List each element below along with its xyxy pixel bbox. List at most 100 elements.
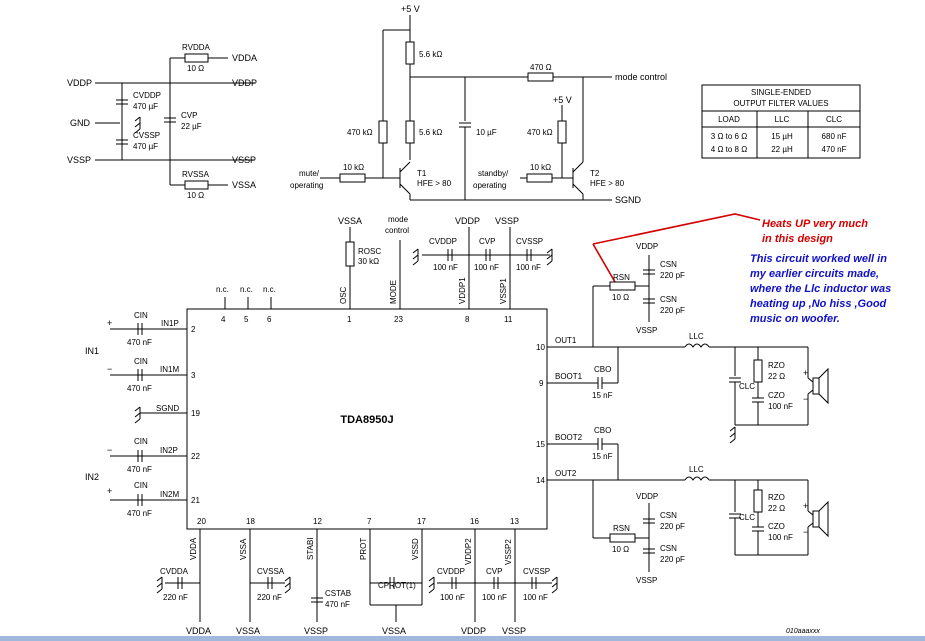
cvssa-value: 220 nF: [257, 593, 282, 602]
cvddp-bottom-value: 100 nF: [440, 593, 465, 602]
t1-label: T1: [417, 169, 427, 178]
t2-label: T2: [590, 169, 600, 178]
v5-right-label: +5 V: [553, 95, 572, 105]
pin-num-14: 14: [536, 476, 545, 485]
pin-boot1: BOOT1: [555, 372, 583, 381]
cin-label: CIN: [134, 357, 148, 366]
pin-vddp2: VDDP2: [464, 538, 473, 565]
pin-num-1: 1: [347, 315, 352, 324]
vssp-out2-label: VSSP: [636, 576, 657, 585]
mode-control-label-2: control: [385, 226, 409, 235]
table-cell: 22 µH: [771, 145, 793, 154]
pin-in2m: IN2M: [160, 490, 179, 499]
cvdda-value: 220 nF: [163, 593, 188, 602]
pin-num-19: 19: [191, 409, 200, 418]
table-header-llc: LLC: [775, 115, 790, 124]
pin-num-7: 7: [367, 517, 372, 526]
rvssa-label: RVSSA: [182, 170, 210, 179]
cin-label: CIN: [134, 437, 148, 446]
speaker1-plus: +: [803, 368, 808, 378]
rsn-value: 10 Ω: [612, 545, 629, 554]
chip-name: TDA8950J: [340, 414, 393, 426]
cvp-bottom-label: CVP: [486, 567, 502, 576]
cvddp-bottom-label: CVDDP: [437, 567, 465, 576]
cvddp-top-value: 100 nF: [433, 263, 458, 272]
vssp-right-label: VSSP: [232, 155, 256, 165]
chip-top-pins: n.c. 4 n.c. 5 n.c. 6 OSC 1 MODE 23 VDDP1…: [216, 215, 553, 324]
vddp-out1-label: VDDP: [636, 242, 658, 251]
rvdda-value: 10 Ω: [187, 64, 204, 73]
cvp-bottom-value: 100 nF: [482, 593, 507, 602]
cvssp-label: CVSSP: [133, 131, 160, 140]
rvssa-value: 10 Ω: [187, 191, 204, 200]
cin-value: 470 nF: [127, 465, 152, 474]
hfe2-label: HFE > 80: [590, 179, 625, 188]
pin-in1p: IN1P: [161, 319, 179, 328]
cvssp-value: 470 µF: [133, 142, 158, 151]
table-header-clc: CLC: [826, 115, 842, 124]
rsn-label: RSN: [613, 273, 630, 282]
pin-num-18: 18: [246, 517, 255, 526]
cprot-label: CPROT(1): [378, 581, 416, 590]
pin-out2: OUT2: [555, 469, 577, 478]
pin-num-20: 20: [197, 517, 206, 526]
pin-nc-6: n.c.: [263, 285, 276, 294]
pin-num-17: 17: [417, 517, 426, 526]
pin-boot2: BOOT2: [555, 433, 583, 442]
table-cell: 470 nF: [822, 145, 847, 154]
cbo-value: 15 nF: [592, 452, 613, 461]
table-header-load: LOAD: [718, 115, 740, 124]
r10kb-label: 10 kΩ: [530, 163, 551, 172]
cvssa-label: CVSSA: [257, 567, 285, 576]
cvssp-top-label: CVSSP: [516, 237, 543, 246]
pin-num-22: 22: [191, 452, 200, 461]
vddp-right-label: VDDP: [232, 78, 257, 88]
pin-num-23: 23: [394, 315, 403, 324]
operating2-label: operating: [473, 181, 506, 190]
pin-nc-5: n.c.: [240, 285, 253, 294]
csn-label: CSN: [660, 295, 677, 304]
plus-sign: +: [107, 318, 112, 328]
in2-label: IN2: [85, 472, 99, 482]
rsn-label: RSN: [613, 524, 630, 533]
rvdda-label: RVDDA: [182, 43, 211, 52]
pin-prot: PROT: [359, 538, 368, 560]
mode-control-label: mode control: [615, 72, 667, 82]
pin-num-8: 8: [465, 315, 470, 324]
czo-label: CZO: [768, 391, 785, 400]
plus-sign: +: [107, 486, 112, 496]
csn-value: 220 pF: [660, 555, 685, 564]
cvssp-bottom-value: 100 nF: [523, 593, 548, 602]
csn-value: 220 pF: [660, 306, 685, 315]
pin-num-6: 6: [267, 315, 272, 324]
rsn-value: 10 Ω: [612, 293, 629, 302]
minus-sign: −: [107, 364, 112, 374]
gnd-label: GND: [70, 118, 91, 128]
r470ohm-label: 470 Ω: [530, 63, 552, 72]
cvp-value: 22 µF: [181, 122, 202, 131]
rzo-label: RZO: [768, 361, 785, 370]
cin-label: CIN: [134, 481, 148, 490]
cvssp-bottom-label: CVSSP: [523, 567, 550, 576]
pin-vssp2: VSSP2: [504, 539, 513, 565]
vssp-top-label: VSSP: [495, 216, 519, 226]
pin-vssa: VSSA: [239, 538, 248, 560]
pin-vssp1: VSSP1: [499, 278, 508, 304]
cin-value: 470 nF: [127, 384, 152, 393]
pin-stabi: STABI: [306, 537, 315, 560]
czo-value: 100 nF: [768, 402, 793, 411]
r56a-label: 5.6 kΩ: [419, 50, 442, 59]
vssp-label: VSSP: [67, 155, 91, 165]
cvp-top-value: 100 nF: [474, 263, 499, 272]
cvddp-value: 470 µF: [133, 102, 158, 111]
pin-num-11: 11: [504, 315, 513, 324]
czo-label: CZO: [768, 522, 785, 531]
sgnd-top-label: SGND: [615, 195, 642, 205]
vddp-out2-label: VDDP: [636, 492, 658, 501]
vddp-top-label: VDDP: [455, 216, 480, 226]
worked-note-line4: heating up ,No hiss ,Good: [750, 298, 887, 310]
vdda-label: VDDA: [232, 53, 257, 63]
rzo-value: 22 Ω: [768, 372, 785, 381]
cstab-value: 470 nF: [325, 600, 350, 609]
pin-nc-4: n.c.: [216, 285, 229, 294]
